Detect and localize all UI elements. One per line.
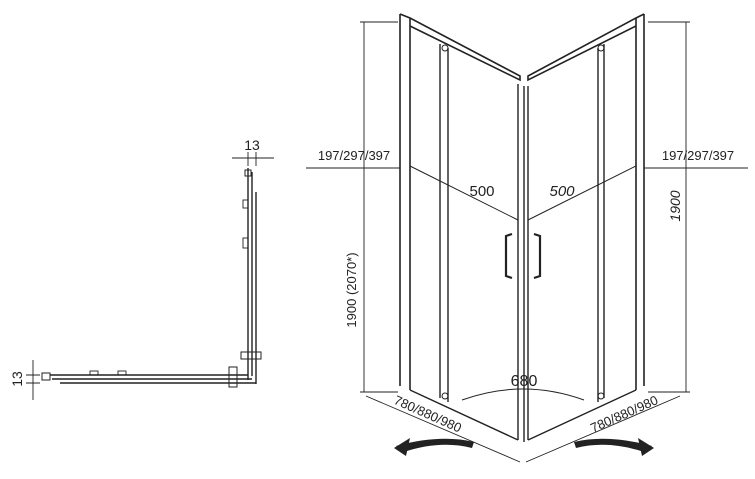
- right-outer-post: [635, 14, 645, 390]
- plan-left-cap: [41, 372, 51, 381]
- dim-height-left-line: [360, 21, 398, 393]
- plan-corner-bracket: [240, 351, 262, 360]
- plan-fitting-3: [89, 370, 99, 376]
- right-fixed-panel-edge: [597, 44, 605, 402]
- dim-width-lines: [365, 395, 681, 463]
- dim-left-door-opening: 500: [469, 183, 494, 200]
- plan-corner-post: [228, 366, 238, 388]
- dim-left-offset: 197/297/397: [318, 148, 390, 163]
- left-outer-post: [399, 14, 411, 390]
- left-swing-arrowhead-icon: [394, 438, 410, 456]
- dim-top-thickness: 13: [244, 137, 260, 153]
- dim-entry-width: 680: [511, 373, 538, 390]
- dim-height-left: 1900 (2070*): [344, 252, 359, 327]
- dim-entry-arc: [461, 388, 585, 401]
- left-door-handle: [504, 232, 513, 280]
- plan-fitting-4: [117, 370, 127, 376]
- right-bottom-rail: [527, 389, 637, 441]
- left-door-edge: [517, 84, 525, 442]
- plan-fitting-2: [242, 237, 249, 249]
- dim-right-offset: 197/297/397: [662, 148, 734, 163]
- plan-view: 13 13: [9, 137, 274, 400]
- hinge-bottom-left: [441, 392, 449, 400]
- dim-door-opening-lines: [409, 165, 637, 221]
- dim-height-right: 1900: [667, 190, 683, 221]
- right-swing-arrow-icon: [574, 438, 652, 452]
- hinge-bottom-right: [597, 392, 605, 400]
- plan-fitting-1: [242, 199, 249, 209]
- right-swing-arrowhead-icon: [638, 438, 654, 456]
- dim-top-thickness-line: [232, 152, 274, 166]
- hinge-top-left: [441, 44, 449, 52]
- plan-horizontal-profile: [50, 374, 256, 384]
- dim-height-right-line: [648, 21, 690, 393]
- left-swing-arrow-icon: [396, 438, 474, 452]
- left-fixed-panel-edge: [439, 44, 449, 402]
- left-top-rail: [399, 13, 521, 82]
- dim-right-door-opening: 500: [549, 183, 575, 200]
- dim-side-thickness-line: [26, 360, 40, 400]
- plan-top-cap: [244, 169, 252, 177]
- left-bottom-rail: [409, 389, 519, 441]
- elevation-view: 1900 (2070*) 1900 197/297/397 197/297/39…: [306, 13, 748, 463]
- dim-side-thickness: 13: [9, 371, 25, 387]
- right-door-handle: [533, 232, 542, 280]
- hinge-top-right: [597, 44, 605, 52]
- right-top-rail: [527, 13, 645, 82]
